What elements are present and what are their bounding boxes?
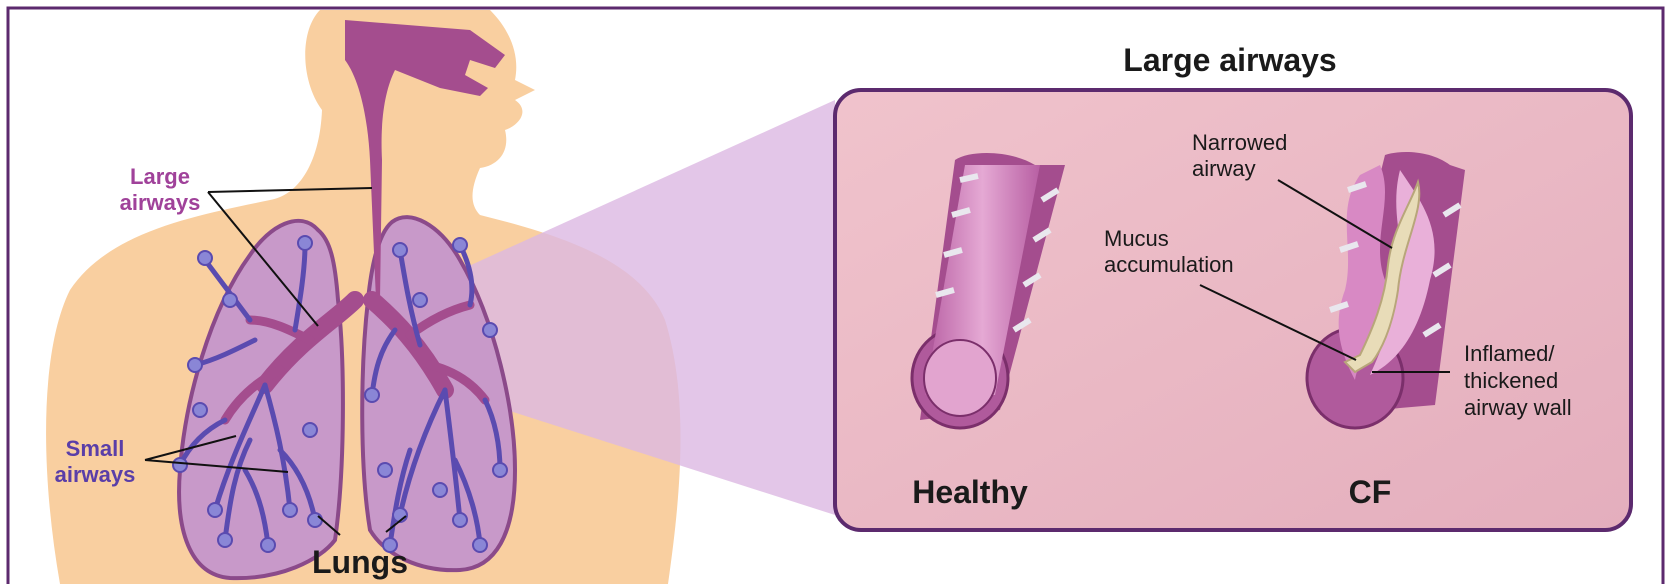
label-narrowed-airway: Narrowed airway xyxy=(1192,130,1287,182)
label-large-airways-left: Large airways xyxy=(100,164,220,216)
label-inflamed-wall: Inflamed/ thickened airway wall xyxy=(1464,340,1572,421)
label-small-airways: Small airways xyxy=(40,436,150,488)
inflamed-line3: airway wall xyxy=(1464,394,1572,421)
inflamed-line2: thickened xyxy=(1464,367,1572,394)
inflamed-line1: Inflamed/ xyxy=(1464,340,1572,367)
label-healthy: Healthy xyxy=(880,474,1060,510)
mucus-line2: accumulation xyxy=(1104,252,1234,278)
mucus-line1: Mucus xyxy=(1104,226,1234,252)
label-mucus-accumulation: Mucus accumulation xyxy=(1104,226,1234,278)
label-cf: CF xyxy=(1320,474,1420,510)
narrowed-line1: Narrowed xyxy=(1192,130,1287,156)
panel-title: Large airways xyxy=(1040,42,1420,78)
label-lungs: Lungs xyxy=(300,544,420,580)
narrowed-line2: airway xyxy=(1192,156,1287,182)
small-airways-line1: Small xyxy=(40,436,150,462)
large-airways-line1: Large xyxy=(100,164,220,190)
large-airways-line2: airways xyxy=(100,190,220,216)
small-airways-line2: airways xyxy=(40,462,150,488)
